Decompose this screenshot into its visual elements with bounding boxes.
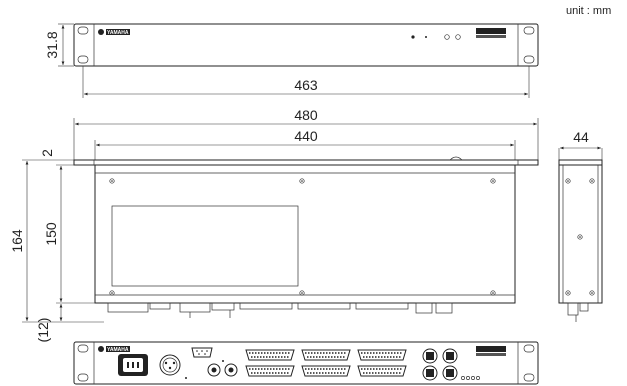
status-led-icon [461, 376, 480, 380]
svg-text:YAMAHA: YAMAHA [107, 347, 129, 353]
dim-panel-thickness-2: 2 [39, 149, 55, 157]
power-switch-icon [444, 34, 450, 40]
dsub-connector-icon [357, 349, 407, 377]
xlr-connector-icon [159, 354, 181, 376]
svg-text:YAMAHA: YAMAHA [107, 30, 129, 36]
rack-hole [523, 373, 535, 382]
rear-connectors-top [107, 302, 453, 318]
dim-overall-depth-164: 164 [9, 229, 25, 253]
rack-hole [77, 26, 89, 35]
dim-hole-spacing-463: 463 [294, 77, 318, 93]
reset-button-icon [455, 34, 461, 40]
dim-overall-width-480: 480 [294, 107, 318, 123]
rack-hole [523, 344, 535, 353]
rack-hole [77, 344, 89, 353]
ethernet-connector-icon [422, 348, 438, 381]
knob-protrusion [449, 156, 463, 161]
yamaha-logo: YAMAHA [98, 29, 130, 36]
dim-rear-protrusion-12: (12) [35, 318, 51, 343]
side-view: 44 [558, 129, 603, 322]
rack-hole [523, 55, 535, 64]
yamaha-logo: YAMAHA [98, 346, 130, 353]
led-indicator [411, 35, 415, 39]
dim-side-height-44: 44 [573, 129, 589, 145]
ethernet-connector-icon [442, 348, 458, 381]
rear-view: YAMAHA [73, 341, 539, 385]
dsub-connector-icon [245, 349, 295, 377]
serial-port-icon [191, 347, 213, 358]
model-badge [476, 346, 506, 352]
led-indicator [425, 36, 427, 38]
rack-hole [77, 373, 89, 382]
rca-connector-icon [207, 360, 238, 377]
dim-body-width-440: 440 [294, 128, 318, 144]
dsub-connector-icon [301, 349, 351, 377]
dim-body-depth-150: 150 [43, 222, 59, 246]
top-label-panel [111, 205, 299, 287]
chassis-screws [109, 178, 496, 296]
front-view: YAMAHA 31.8 463 [44, 23, 539, 98]
dim-height-31-8: 31.8 [44, 31, 60, 58]
rack-hole [523, 26, 535, 35]
model-badge [476, 28, 506, 34]
top-view: 480 440 [9, 107, 539, 343]
rack-hole [77, 55, 89, 64]
ac-inlet-icon [118, 354, 148, 376]
unit-label: unit : mm [566, 5, 611, 17]
